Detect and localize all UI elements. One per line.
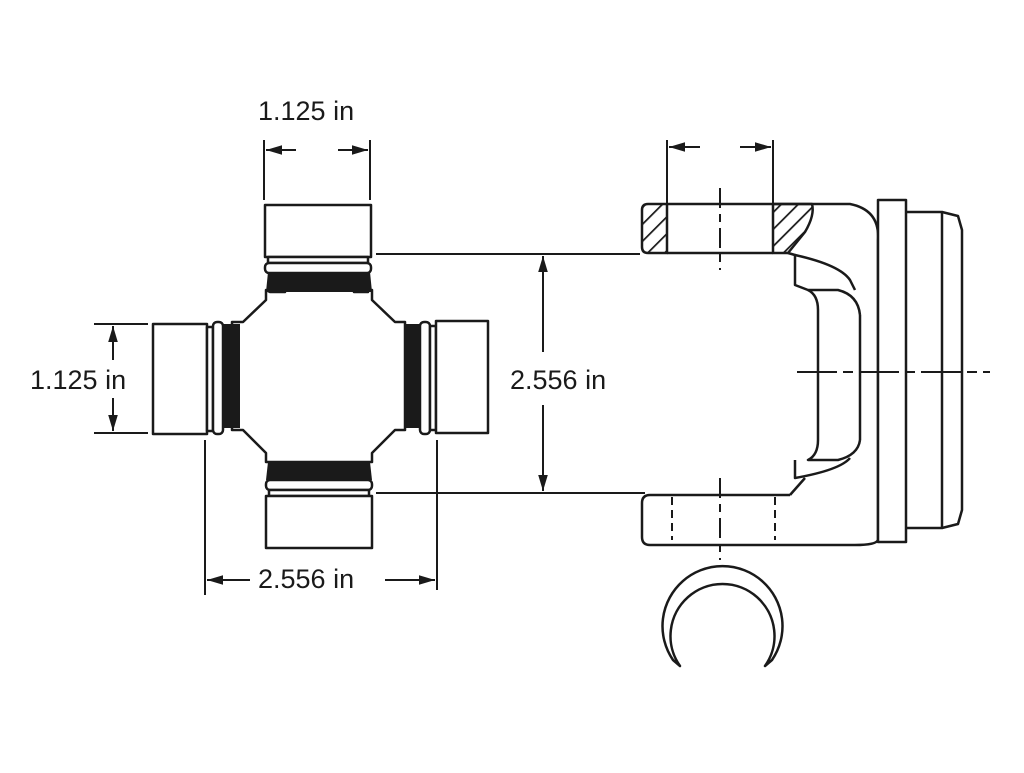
bearing-cap-right bbox=[418, 319, 490, 436]
cross-body bbox=[230, 282, 407, 464]
bearing-cap-top bbox=[263, 203, 373, 275]
dimension-label-cap-width: 1.125 in bbox=[256, 96, 357, 126]
dimension-label-cap-height: 1.125 in bbox=[30, 365, 127, 395]
end-yoke bbox=[640, 188, 990, 560]
dimension-lines bbox=[94, 140, 774, 595]
snap-ring bbox=[661, 564, 784, 668]
bearing-cap-bottom bbox=[264, 478, 374, 550]
bearing-cap-left bbox=[151, 320, 225, 436]
u-joint-cross bbox=[151, 203, 490, 550]
dimension-label-cross-span: 2.556 in bbox=[256, 564, 357, 594]
dimension-label-yoke-width: 2.556 in bbox=[508, 365, 609, 395]
